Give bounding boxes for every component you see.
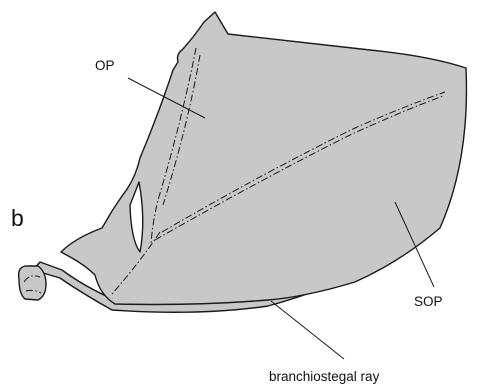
op-label: OP [95,58,115,73]
sop-label: SOP [414,294,443,309]
panel-letter: b [11,205,24,231]
branchiostegal-ray-label: branchiostegal ray [269,369,380,384]
opercular-plate [61,12,466,305]
branchiostegal-leader-line [271,301,344,359]
